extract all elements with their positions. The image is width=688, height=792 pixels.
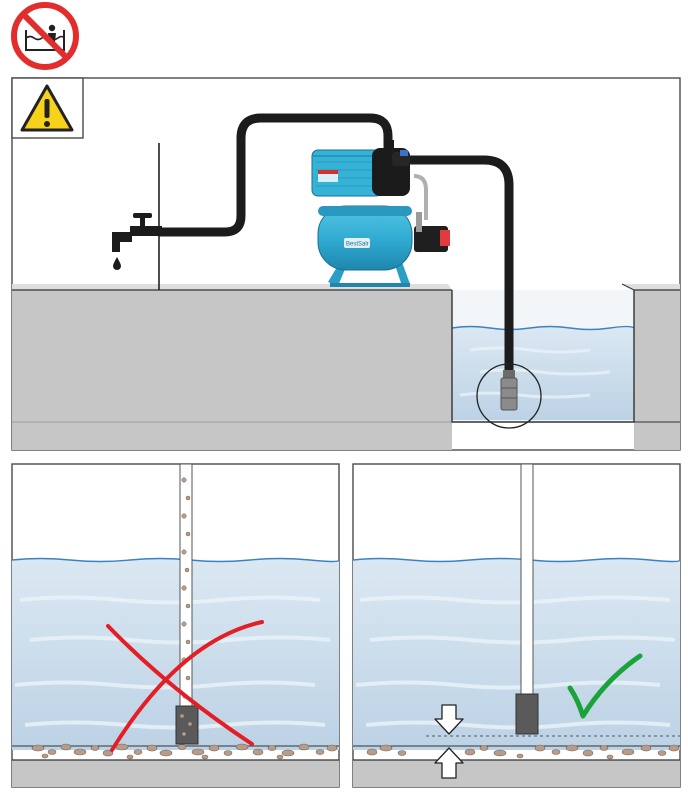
foot-valve-correct (515, 693, 539, 735)
foot-valve-wrong (175, 705, 199, 745)
correct-placement-panel (352, 463, 681, 788)
wrong-placement-panel (11, 463, 340, 788)
suction-pipe (179, 464, 193, 709)
no-swimming-pool-icon (11, 2, 79, 70)
pool-floor-right (353, 760, 680, 787)
warning-triangle-icon (20, 84, 74, 132)
faucet-icon (112, 213, 162, 270)
cross-mark-icon (106, 620, 264, 752)
double-arrow-icon (434, 704, 464, 779)
foot-valve-highlight-circle (476, 363, 542, 429)
installation-panel: BestSalr (11, 77, 681, 451)
pool-floor (12, 760, 339, 787)
water-drop (113, 257, 121, 270)
booster-pump: BestSalr (311, 140, 450, 287)
suction-hose (391, 155, 514, 377)
pressure-switch (414, 226, 448, 252)
warning-sign (11, 77, 84, 139)
pump-brand-label: BestSalr (346, 242, 369, 248)
check-mark-icon (567, 653, 643, 719)
foot-valve (500, 370, 518, 411)
ground-right (634, 290, 680, 450)
debris-layer (31, 743, 338, 760)
suction-pipe-correct (520, 464, 534, 697)
outlet-hose (155, 113, 393, 237)
ground-left (12, 290, 452, 450)
